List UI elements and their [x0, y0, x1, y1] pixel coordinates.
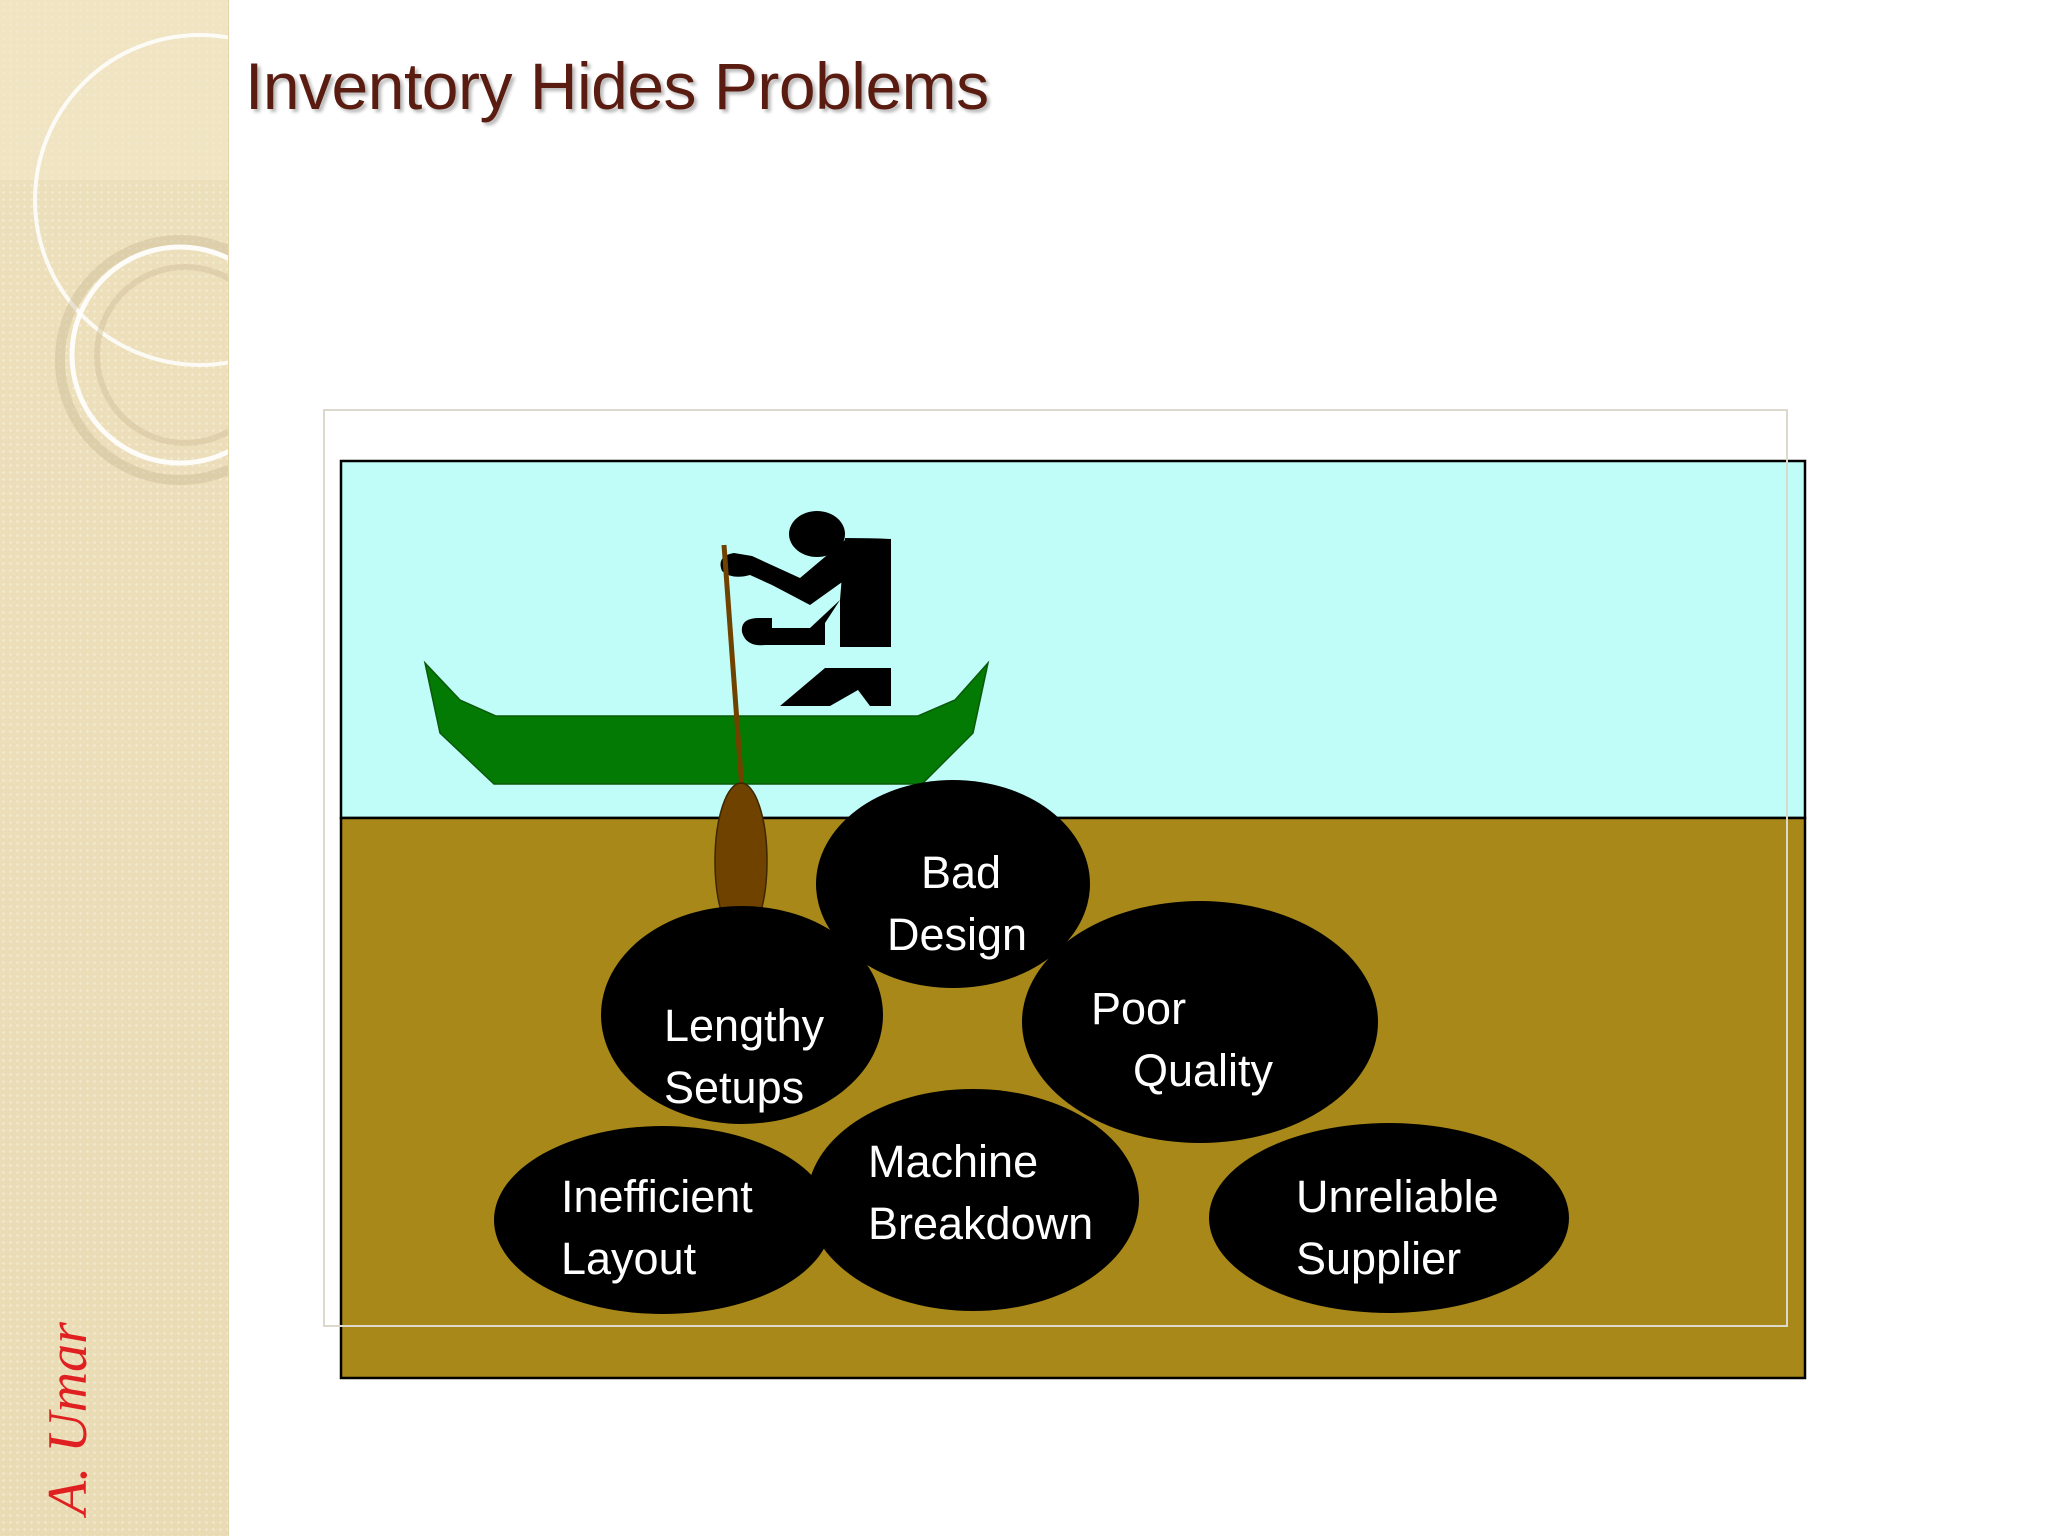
- rock-label-bad-design: Bad Design: [887, 847, 1027, 960]
- rock-label-line: Bad: [921, 847, 1001, 898]
- rock-unreliable-supplier: [1209, 1123, 1569, 1313]
- rock-label-line: Machine: [868, 1136, 1038, 1187]
- decorative-sidebar: A. Umar: [0, 0, 229, 1536]
- paddle-icon: [714, 544, 768, 940]
- rock-label-unreliable-supplier: Unreliable Supplier: [1296, 1171, 1511, 1284]
- rock-label-line: Quality: [1133, 1045, 1274, 1096]
- rock-inefficient-layout: [494, 1126, 832, 1314]
- rock-label-lengthy-setups: Lengthy Setups: [664, 1000, 837, 1113]
- rock-label-line: Design: [887, 909, 1027, 960]
- rock-label-line: Breakdown: [868, 1198, 1093, 1249]
- rock-poor-quality: [1022, 901, 1378, 1143]
- person-icon: [720, 511, 891, 706]
- rock-label-line: Inefficient: [561, 1171, 753, 1222]
- rock-lengthy-setups: [601, 906, 883, 1124]
- rock-label-poor-quality: Poor Quality: [1091, 983, 1274, 1096]
- rock-label-inefficient-layout: Inefficient Layout: [561, 1171, 765, 1284]
- decorative-rings: [0, 0, 228, 485]
- rock-label-line: Setups: [664, 1062, 804, 1113]
- rock-label-line: Supplier: [1296, 1233, 1461, 1284]
- boat-icon: [423, 660, 990, 785]
- rock-label-line: Poor: [1091, 983, 1186, 1034]
- rock-label-line: Unreliable: [1296, 1171, 1499, 1222]
- rock-bad-design: [816, 780, 1090, 988]
- rock-machine-breakdown: [807, 1089, 1139, 1311]
- slide-title: Inventory Hides Problems: [245, 49, 989, 123]
- rock-label-line: Lengthy: [664, 1000, 825, 1051]
- rock-label-machine-breakdown: Machine Breakdown: [868, 1136, 1093, 1249]
- rock-label-line: Layout: [561, 1233, 697, 1284]
